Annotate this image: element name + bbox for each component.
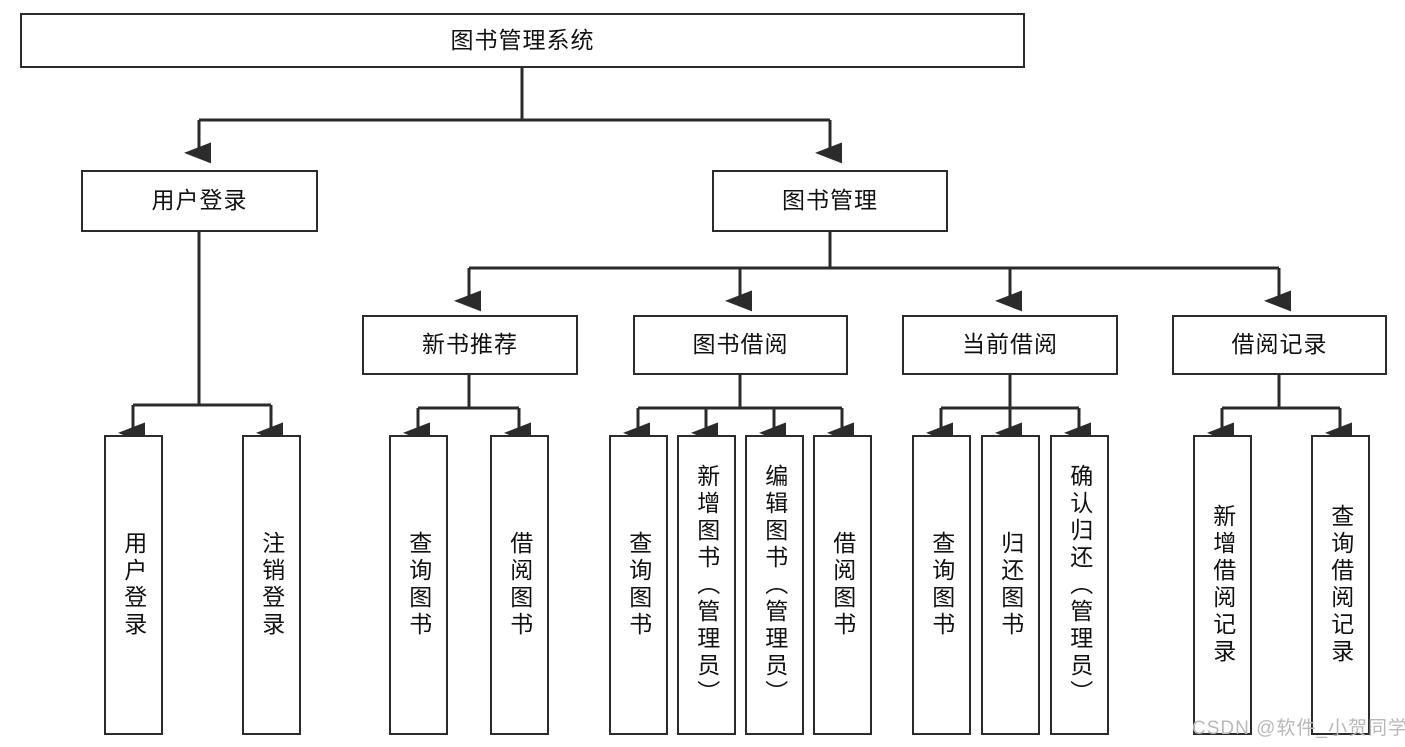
leaf-recommend-query-book[interactable]: 查询图书	[389, 435, 448, 735]
node-label: 用户登录	[120, 531, 147, 639]
node-book-borrow[interactable]: 图书借阅	[633, 315, 848, 375]
node-label: 查询借阅记录	[1327, 504, 1354, 666]
leaf-user-login-logout[interactable]: 注销登录	[242, 435, 301, 735]
node-label: 当前借阅	[962, 331, 1058, 358]
node-label: 图书管理	[782, 187, 878, 214]
leaf-borrow-add-book-admin[interactable]: 新增图书（管理员）	[677, 435, 736, 735]
node-label: 注销登录	[258, 531, 285, 639]
node-label: 借阅图书	[829, 531, 856, 639]
leaf-current-query-book[interactable]: 查询图书	[912, 435, 971, 735]
node-label: 新增借阅记录	[1209, 504, 1236, 666]
node-label: 借阅记录	[1231, 331, 1328, 358]
node-current-borrow[interactable]: 当前借阅	[902, 315, 1118, 375]
node-label: 新书推荐	[422, 331, 518, 358]
node-borrow-record[interactable]: 借阅记录	[1172, 315, 1387, 375]
node-label: 借阅图书	[506, 531, 533, 639]
leaf-current-return-book[interactable]: 归还图书	[981, 435, 1040, 735]
leaf-recommend-borrow-book[interactable]: 借阅图书	[490, 435, 549, 735]
node-label: 图书借阅	[692, 331, 789, 358]
leaf-current-confirm-return-admin[interactable]: 确认归还（管理员）	[1050, 435, 1109, 735]
node-label: 新增图书（管理员）	[693, 463, 720, 707]
leaf-record-add-record[interactable]: 新增借阅记录	[1193, 435, 1252, 735]
watermark-text: CSDN @软件_小贺同学	[1192, 718, 1405, 739]
node-label: 归还图书	[997, 531, 1024, 639]
node-label: 用户登录	[151, 187, 248, 214]
leaf-user-login-login[interactable]: 用户登录	[104, 435, 163, 735]
node-label: 查询图书	[625, 531, 652, 639]
leaf-borrow-edit-book-admin[interactable]: 编辑图书（管理员）	[745, 435, 804, 735]
node-label: 编辑图书（管理员）	[761, 463, 788, 707]
leaf-record-query-record[interactable]: 查询借阅记录	[1311, 435, 1370, 735]
node-new-book-recommend[interactable]: 新书推荐	[362, 315, 578, 375]
node-label: 查询图书	[405, 531, 432, 639]
node-user-login[interactable]: 用户登录	[81, 170, 318, 232]
node-root-system[interactable]: 图书管理系统	[20, 13, 1025, 68]
node-label: 图书管理系统	[450, 26, 595, 53]
leaf-borrow-borrow-book[interactable]: 借阅图书	[813, 435, 872, 735]
leaf-borrow-query-book[interactable]: 查询图书	[609, 435, 668, 735]
node-label: 查询图书	[928, 531, 955, 639]
node-label: 确认归还（管理员）	[1066, 463, 1093, 707]
node-book-management[interactable]: 图书管理	[712, 170, 948, 232]
